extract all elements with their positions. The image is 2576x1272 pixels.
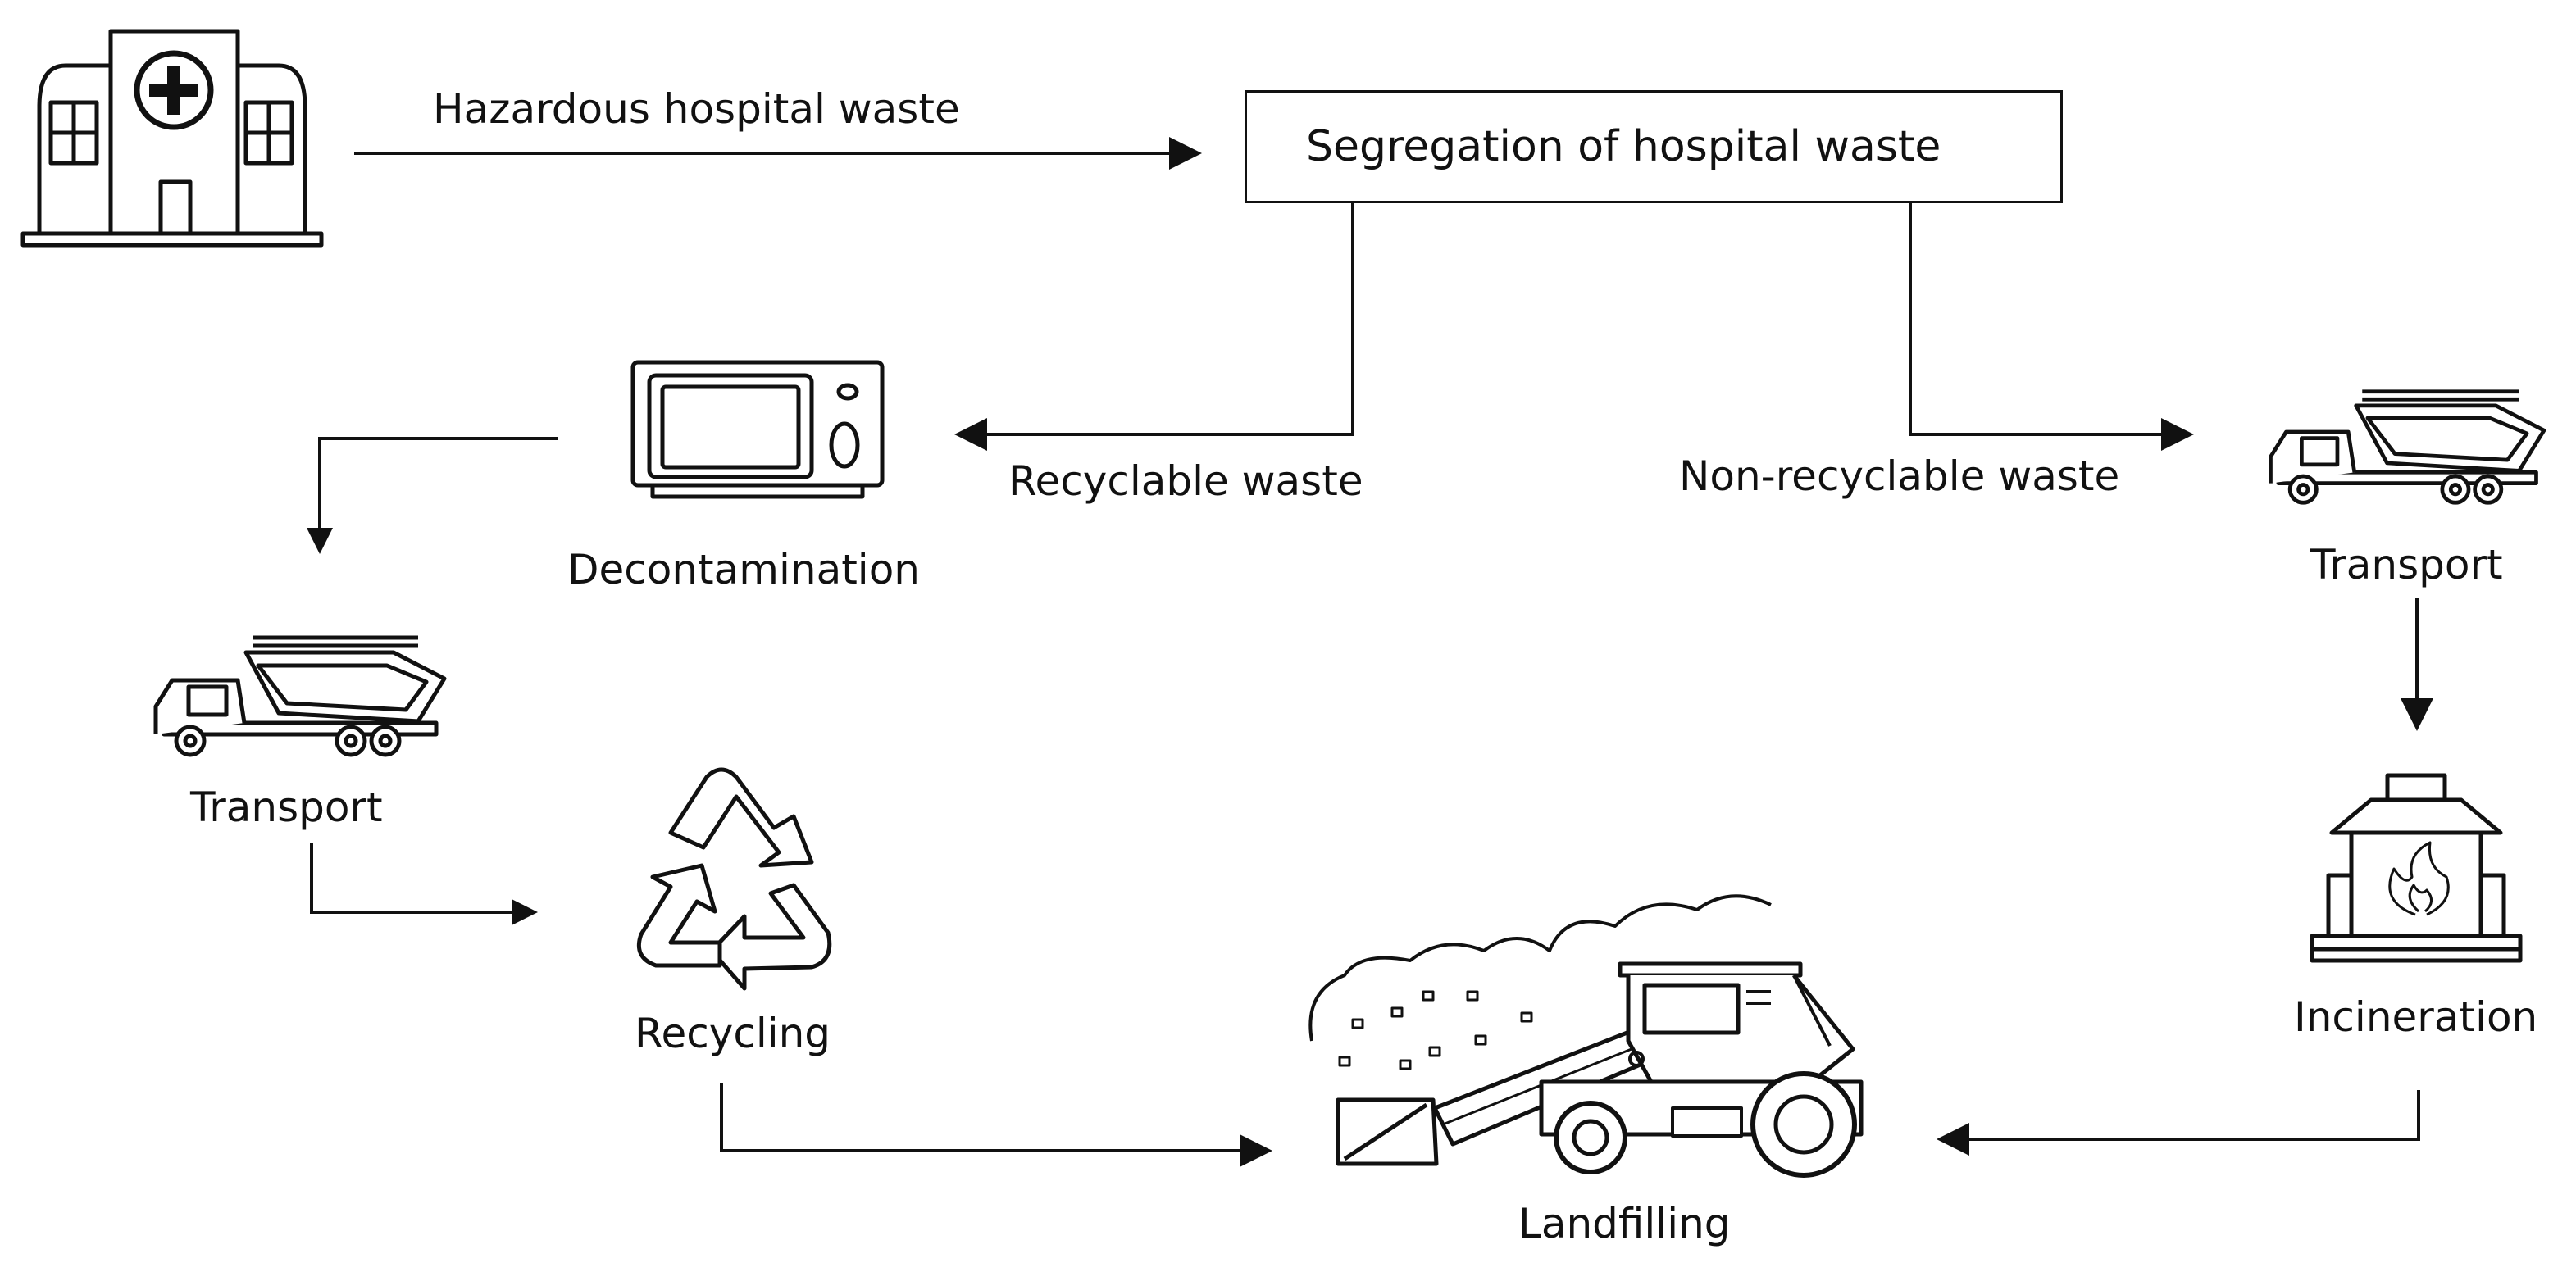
hazardous-waste-label: Hazardous hospital waste	[433, 85, 960, 133]
arrow-to-recyclable	[954, 203, 1354, 451]
segregation-label: Segregation of hospital waste	[1306, 122, 1941, 171]
arrow-transport-to-recycling	[310, 843, 538, 925]
non-recyclable-waste-label: Non-recyclable waste	[1679, 452, 2120, 500]
decontamination-label: Decontamination	[567, 546, 920, 593]
recycle-icon	[636, 767, 832, 991]
incinerator-icon	[2310, 773, 2523, 963]
dump-truck-icon-left	[156, 638, 444, 755]
recyclable-waste-label: Recyclable waste	[1008, 457, 1363, 505]
arrow-recycling-to-landfilling	[720, 1083, 1272, 1167]
arrow-decontamination-to-transport	[307, 437, 558, 554]
microwave-icon	[630, 360, 885, 499]
transport-left-label: Transport	[190, 784, 383, 831]
recycling-label: Recycling	[635, 1010, 831, 1057]
arrow-incineration-to-landfilling	[1937, 1090, 2420, 1156]
dump-truck-icon-right	[2270, 392, 2543, 502]
arrow-to-non-recyclable	[1909, 203, 2194, 451]
hospital-icon	[20, 29, 324, 248]
incineration-label: Incineration	[2294, 993, 2538, 1041]
landfilling-label: Landfilling	[1518, 1200, 1731, 1247]
landfill-loader-icon	[1308, 894, 1864, 1178]
segregation-box: Segregation of hospital waste	[1245, 90, 2063, 203]
transport-right-label: Transport	[2310, 541, 2503, 588]
